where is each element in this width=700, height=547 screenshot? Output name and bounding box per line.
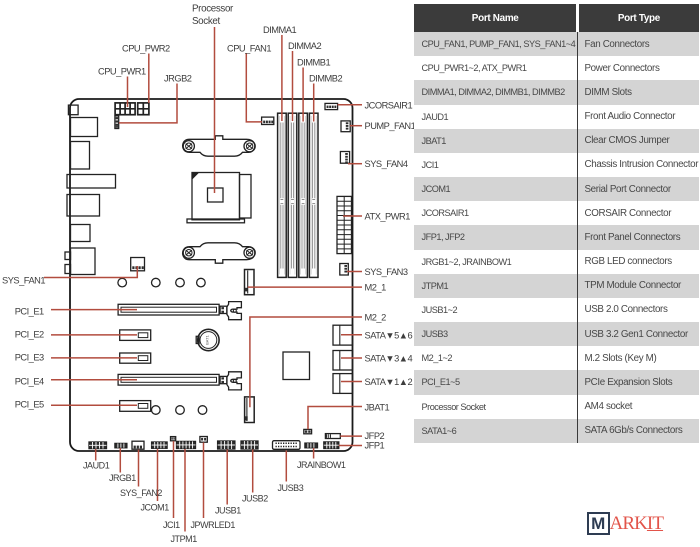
svg-text:JRGB1: JRGB1 <box>109 473 136 483</box>
svg-text:Processor: Processor <box>192 4 234 15</box>
svg-text:SATA▼1▲2: SATA▼1▲2 <box>365 377 413 387</box>
svg-text:DIMMA1: DIMMA1 <box>263 25 296 35</box>
svg-text:PCI_E3: PCI_E3 <box>15 353 44 363</box>
svg-text:CPU_FAN1: CPU_FAN1 <box>227 44 271 54</box>
svg-text:ATX_PWR1: ATX_PWR1 <box>365 212 411 222</box>
svg-text:JBAT1: JBAT1 <box>365 403 390 413</box>
svg-text:JCI1: JCI1 <box>163 520 180 530</box>
svg-text:JAUD1: JAUD1 <box>83 461 110 471</box>
svg-text:SATA▼5▲6: SATA▼5▲6 <box>365 330 413 340</box>
svg-text:JCORSAIR1: JCORSAIR1 <box>365 100 413 110</box>
svg-text:JFP1: JFP1 <box>365 440 385 450</box>
svg-text:SYS_FAN2: SYS_FAN2 <box>120 488 162 498</box>
svg-text:M2_2: M2_2 <box>365 313 387 323</box>
svg-text:PCI_E5: PCI_E5 <box>15 400 44 410</box>
svg-text:JRGB2: JRGB2 <box>164 74 192 84</box>
svg-text:JUSB2: JUSB2 <box>242 494 268 504</box>
svg-text:Socket: Socket <box>192 16 220 27</box>
svg-text:SATA▼3▲4: SATA▼3▲4 <box>365 354 413 364</box>
svg-text:JCOM1: JCOM1 <box>141 503 170 513</box>
svg-text:JUSB3: JUSB3 <box>278 483 304 493</box>
svg-text:SYS_FAN4: SYS_FAN4 <box>365 159 408 169</box>
svg-text:PCI_E4: PCI_E4 <box>15 377 44 387</box>
svg-text:PCI_E1: PCI_E1 <box>15 307 44 317</box>
svg-text:JFP2: JFP2 <box>365 431 385 441</box>
svg-text:DIMMB2: DIMMB2 <box>309 74 342 84</box>
svg-text:DIMMB1: DIMMB1 <box>297 58 330 68</box>
svg-text:SYS_FAN1: SYS_FAN1 <box>2 276 45 286</box>
svg-text:CPU_PWR1: CPU_PWR1 <box>98 67 146 77</box>
svg-text:JRAINBOW1: JRAINBOW1 <box>297 460 346 470</box>
svg-text:PCI_E2: PCI_E2 <box>15 330 44 340</box>
svg-text:DIMMA2: DIMMA2 <box>288 41 321 51</box>
svg-text:BAT1: BAT1 <box>204 334 209 344</box>
svg-text:SYS_FAN3: SYS_FAN3 <box>365 267 408 277</box>
svg-text:M2_1: M2_1 <box>365 283 387 293</box>
svg-text:PUMP_FAN1: PUMP_FAN1 <box>365 121 416 131</box>
svg-text:JPWRLED1: JPWRLED1 <box>191 520 236 530</box>
svg-text:CPU_PWR2: CPU_PWR2 <box>122 44 170 54</box>
svg-text:JTPM1: JTPM1 <box>171 534 198 544</box>
svg-text:JUSB1: JUSB1 <box>215 506 241 516</box>
